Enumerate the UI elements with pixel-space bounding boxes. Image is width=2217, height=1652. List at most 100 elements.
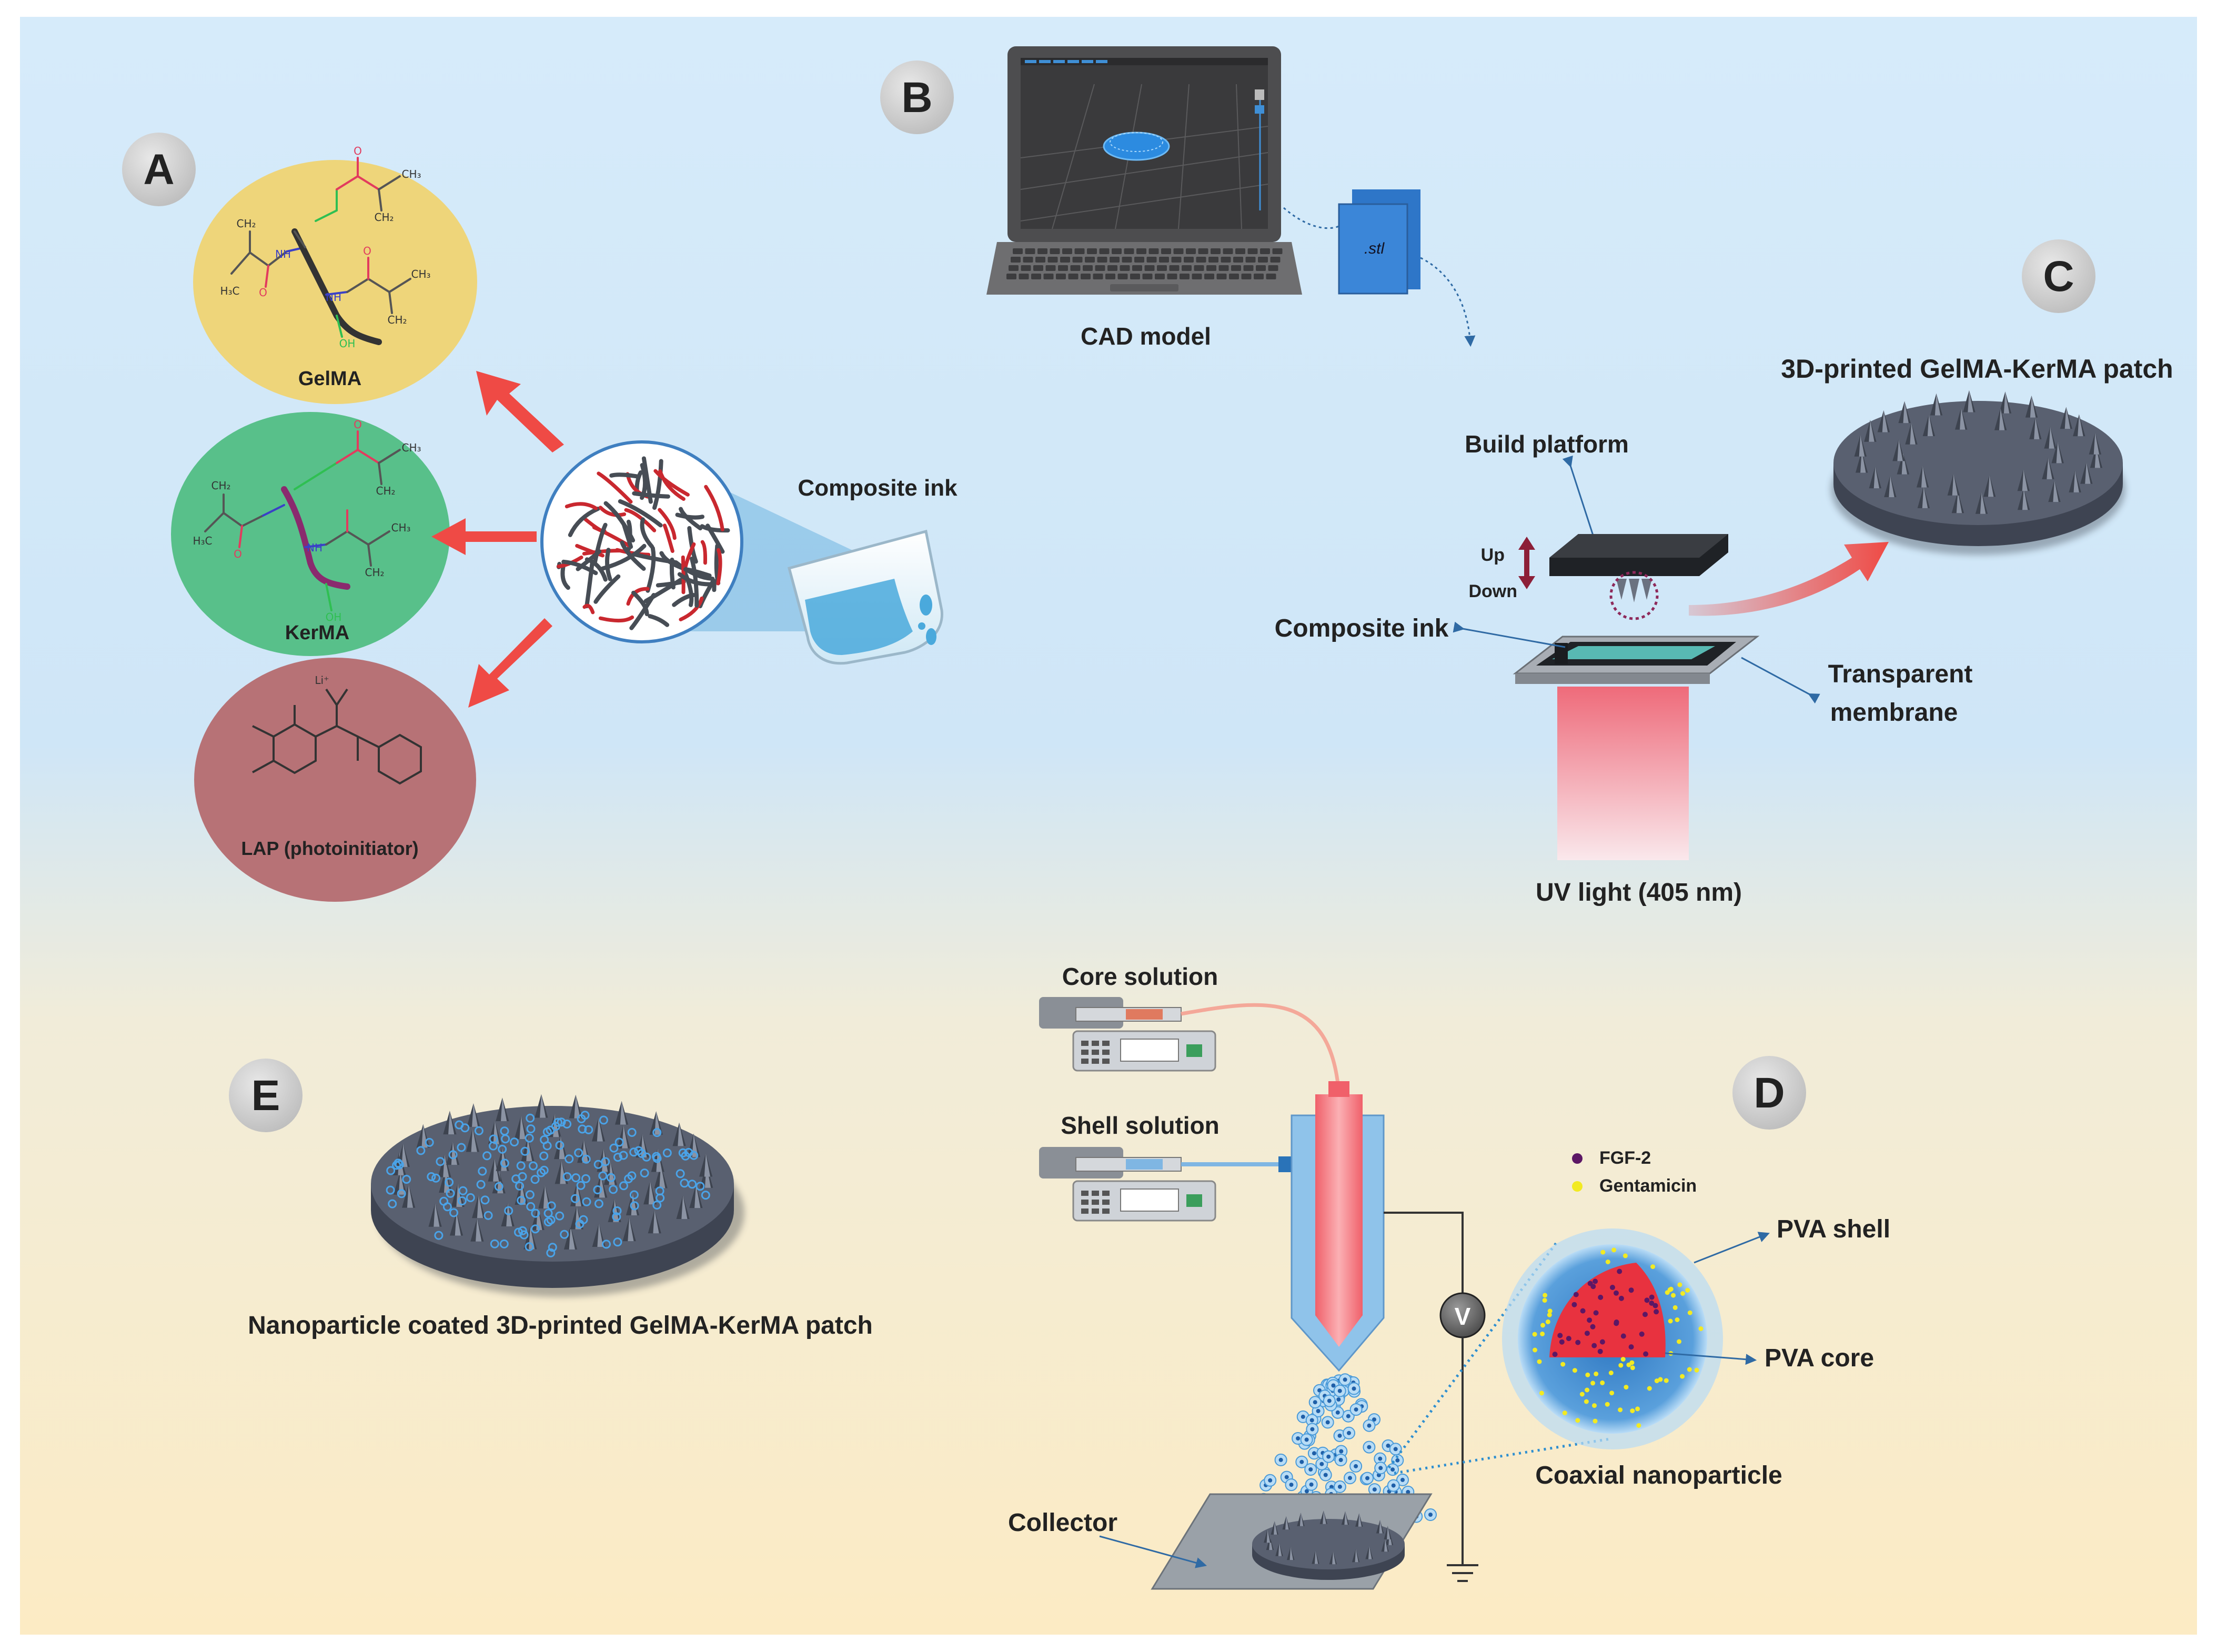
coated-nanoparticle [480,1195,490,1205]
keyboard-key [1132,265,1142,271]
keyboard-key [1218,265,1229,271]
gentamicin-legend-dot [1572,1181,1583,1192]
coated-nanoparticle [580,1111,590,1120]
coated-nanoparticle [676,1169,685,1178]
network-fiber [592,525,633,549]
panel-e: E Nanoparticle coated 3D-printed GelMA-K… [229,1059,873,1339]
microneedle-highlight [476,1218,482,1242]
coated-nanoparticle [548,1243,557,1252]
network-fiber [716,548,722,586]
keyboard-key [1033,265,1043,271]
keyboard-key [1110,257,1120,263]
microneedle-highlight [1314,1550,1318,1564]
stl-file-icon [1338,203,1408,295]
arrow-to-gelma [476,371,564,452]
keyboard-key [1031,274,1041,279]
uv-beam [1557,687,1689,860]
spray-particle-core [1301,1414,1305,1419]
panel-a-letter: A [143,146,174,194]
keyboard-key [1083,265,1093,271]
panel-a-arrows [431,371,564,708]
coated-nanoparticle [531,1208,540,1218]
printed-spikes [1616,579,1652,602]
fgf2-dot [1628,1344,1634,1350]
keyboard-key [1169,265,1180,271]
microneedle-highlight [407,1184,414,1208]
network-fiber [653,469,690,497]
coated-nanoparticle [526,1113,535,1123]
zoom-line-bottom [1394,1437,1610,1475]
cad-toolbar [1021,58,1268,65]
microneedle-highlight [1999,408,2005,430]
coated-nanoparticle [402,1175,411,1184]
gentamicin-dot [1630,1365,1635,1371]
coated-nanoparticle [640,1169,649,1178]
kerma-structure [204,430,401,611]
network-fiber [582,603,595,615]
laptop-touchpad [1110,284,1178,291]
gentamicin-dot [1620,1357,1626,1362]
spray-particle-core [1331,1383,1336,1388]
coated-nanoparticle [619,1151,628,1160]
coated-nanoparticle [613,1153,622,1162]
network-fiber [652,459,663,510]
spray-particle-core [1312,1451,1316,1456]
network-fiber [632,491,670,499]
panel-d-letter: D [1754,1069,1785,1117]
panel-c-letter: C [2043,253,2074,300]
spray-particle-core [1299,1459,1304,1464]
microneedle-highlight [536,1206,542,1230]
keyboard-key [1159,257,1169,263]
panel-a-badge [122,133,196,206]
spray-particle-core [1391,1483,1396,1488]
nanoparticle-shell-gentamicin-dots [1532,1247,1704,1428]
coated-nanoparticle [612,1206,622,1215]
keyboard-key [1062,248,1072,254]
microneedle-highlight [2003,391,2010,414]
gentamicin-dot [1671,1293,1676,1298]
coated-nanoparticle [678,1148,688,1157]
microneedle-highlight [501,1097,507,1121]
laptop-base [986,242,1302,295]
spray-particle-core [1309,1482,1314,1487]
keyboard-key [1074,248,1085,254]
network-fiber [620,540,646,571]
gentamicin-dot [1547,1308,1553,1314]
keyboard-key [1173,248,1184,254]
microneedle-highlight [1869,420,1875,442]
network-fiber [646,546,656,593]
spray-particle-core [1327,1398,1332,1403]
network-fiber [565,502,598,510]
lap-label: LAP (photoinitiator) [241,838,418,859]
network-fiber [624,508,657,532]
keyboard-key [1258,257,1268,263]
coated-nanoparticle [436,1157,445,1166]
network-fiber [673,560,715,581]
microneedle-highlight [681,1195,688,1219]
coated-nanoparticle [494,1182,503,1191]
kerma-ch3-label: CH₃ [391,521,410,534]
gentamicin-dot [1677,1339,1681,1344]
collector-patch-microneedles [1264,1510,1394,1565]
pva-core-pointer [1665,1352,1757,1365]
coated-nanoparticle [627,1127,637,1137]
shell-syringe-fluid [1126,1159,1163,1170]
kerma-nh-label: NH [307,541,323,554]
coated-nanoparticle [652,1128,662,1137]
lap-ellipse [194,658,476,902]
keyboard-key [1182,265,1192,271]
coated-nanoparticle [466,1193,475,1202]
coated-nanoparticle [498,1144,507,1154]
coated-nanoparticle [560,1230,569,1239]
gelma-oh-label: OH [339,337,356,350]
spray-particle-core [1343,1377,1347,1382]
microneedle-highlight [2047,457,2052,479]
microneedle-highlight [1332,1550,1336,1565]
transparent-membrane-label-2: membrane [1830,699,1958,727]
coated-nanoparticle [565,1154,574,1164]
keyboard-key [1009,265,1019,271]
network-fiber [598,506,627,517]
membrane-pointer [1741,657,1820,704]
keyboard-key [1233,257,1243,263]
gelma-nh2-label: NH [326,291,341,304]
